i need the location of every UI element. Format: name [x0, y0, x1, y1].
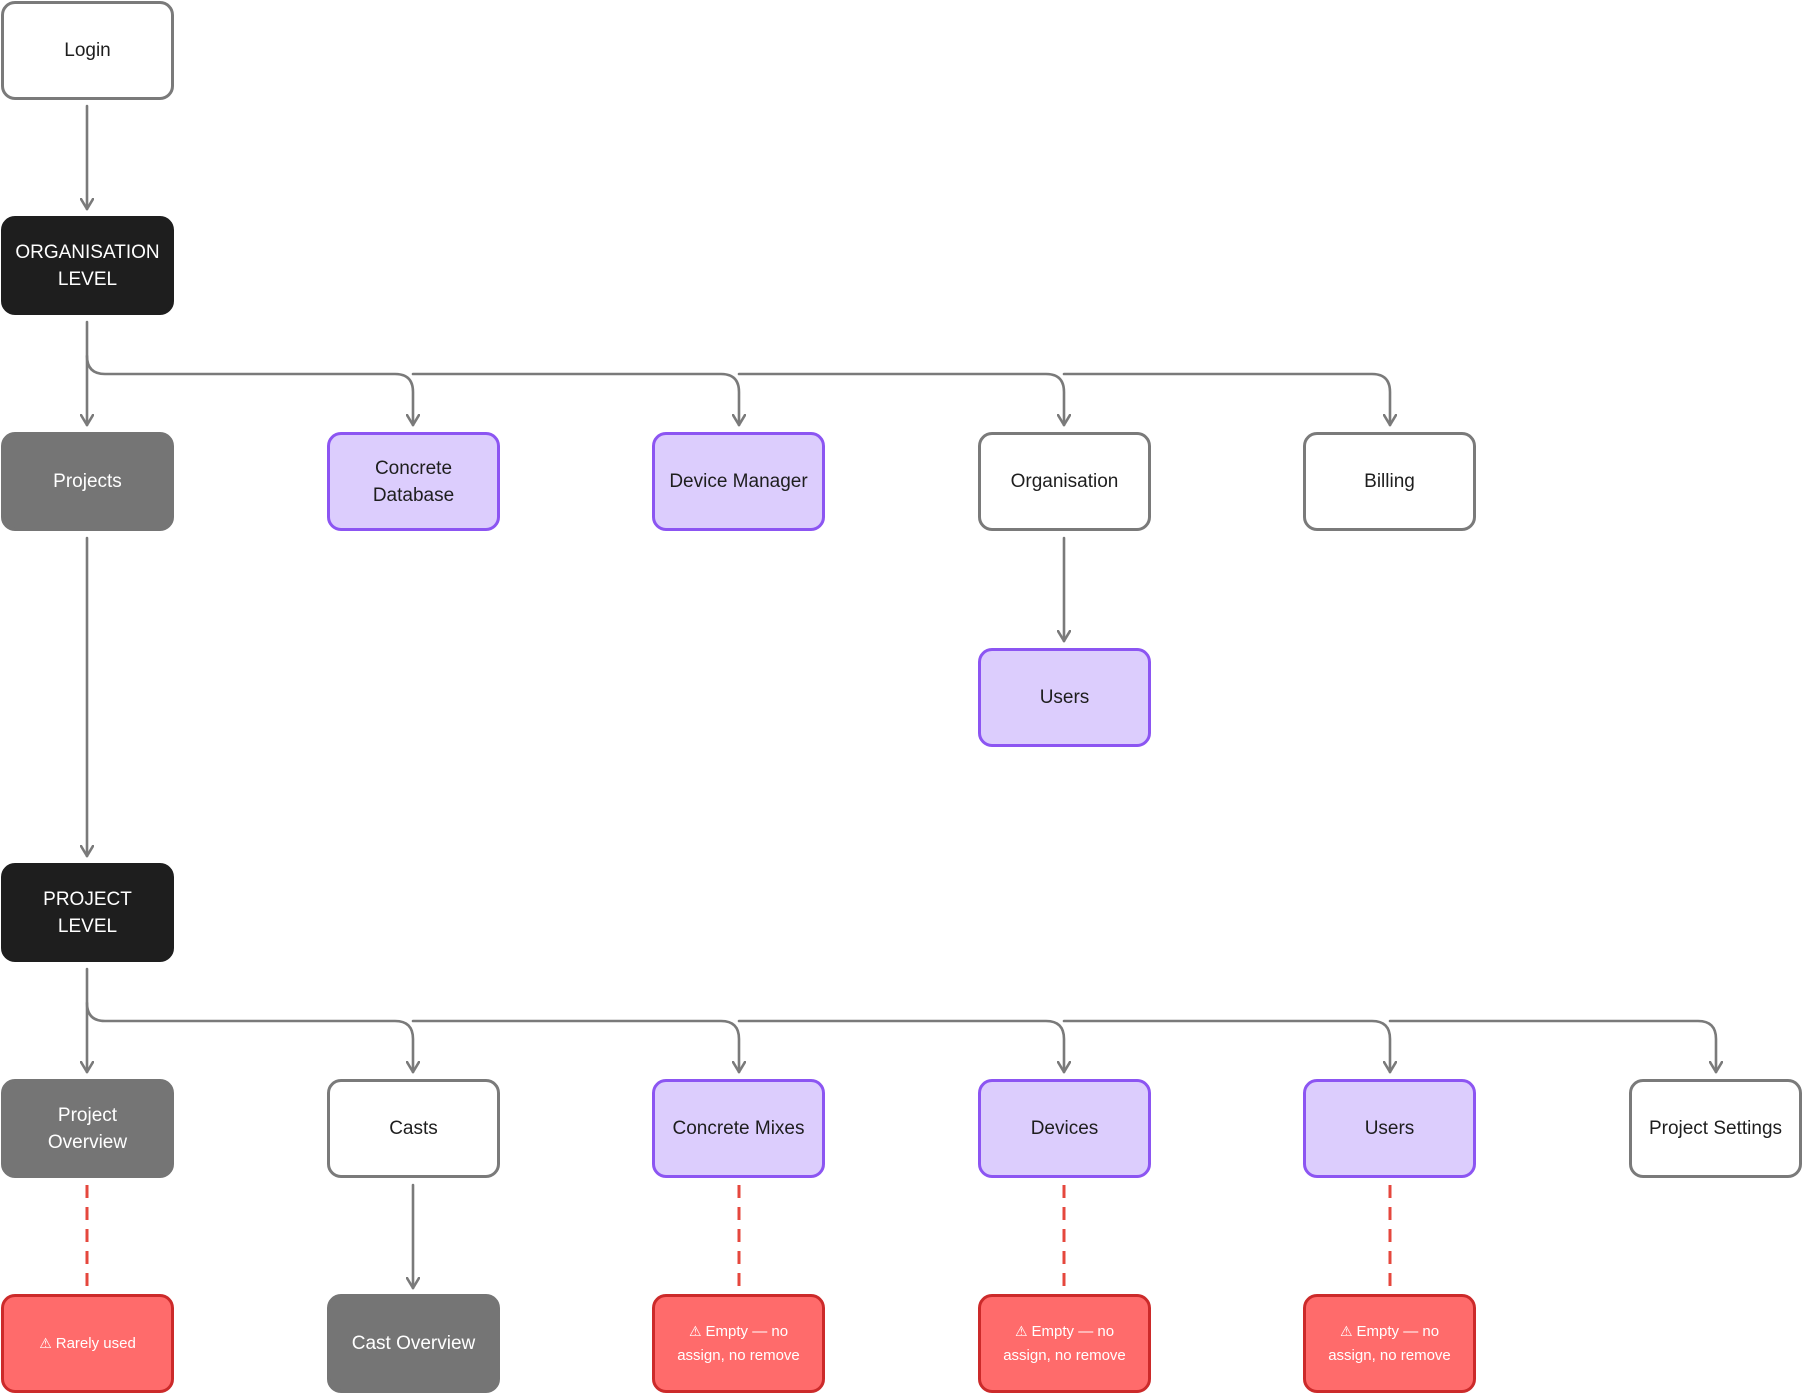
node-project-overview-label: Project Overview: [47, 1104, 128, 1153]
connector-project-level-to-users: [1062, 1019, 1390, 1074]
node-device-manager: Device Manager: [652, 432, 825, 531]
node-organisation-level: ORGANISATION LEVEL: [1, 216, 174, 315]
node-billing: Billing: [1303, 432, 1476, 531]
connector-project-level-to-devices: [737, 1019, 1064, 1074]
node-project-settings: Project Settings: [1629, 1079, 1802, 1178]
node-organisation-level-label: ORGANISATION LEVEL: [15, 241, 160, 290]
node-projects: Projects: [1, 432, 174, 531]
node-org-users-label: Users: [1039, 687, 1090, 708]
connector-project-level-to-concrete-mixes: [411, 1019, 739, 1074]
connector-org-level-to-organisation: [737, 372, 1064, 427]
warning-icon: ⚠: [688, 1324, 702, 1340]
connector-org-level-to-concrete-database: [85, 354, 413, 427]
node-devices: Devices: [978, 1079, 1151, 1178]
node-login-label: Login: [64, 40, 111, 61]
node-project-users-label: Users: [1364, 1118, 1415, 1139]
node-projects-label: Projects: [53, 471, 122, 492]
node-device-manager-label: Device Manager: [669, 471, 808, 492]
node-concrete-database: Concrete Database: [327, 432, 500, 531]
connector-org-level-to-device-manager: [411, 372, 739, 427]
node-billing-label: Billing: [1364, 471, 1415, 492]
node-organisation: Organisation: [978, 432, 1151, 531]
note-empty-devices-text: ⚠Empty — no assign, no remove: [999, 1320, 1130, 1367]
connector-project-level-to-casts: [85, 1001, 413, 1074]
node-project-level-label: PROJECT LEVEL: [43, 888, 132, 937]
note-empty-devices: ⚠Empty — no assign, no remove: [978, 1294, 1151, 1393]
note-rarely-used: ⚠Rarely used: [1, 1294, 174, 1393]
node-project-settings-label: Project Settings: [1648, 1118, 1783, 1139]
connector-org-level-to-billing: [1062, 372, 1390, 427]
note-empty-concrete-mixes-label: Empty — no assign, no remove: [677, 1323, 800, 1364]
node-concrete-mixes-label: Concrete Mixes: [672, 1118, 805, 1139]
note-rarely-used-text: ⚠Rarely used: [39, 1332, 136, 1356]
node-project-users: Users: [1303, 1079, 1476, 1178]
note-empty-users-label: Empty — no assign, no remove: [1328, 1323, 1451, 1364]
node-casts: Casts: [327, 1079, 500, 1178]
node-project-overview: Project Overview: [1, 1079, 174, 1178]
node-login: Login: [1, 1, 174, 100]
note-empty-concrete-mixes: ⚠Empty — no assign, no remove: [652, 1294, 825, 1393]
warning-icon: ⚠: [39, 1335, 52, 1352]
node-cast-overview: Cast Overview: [327, 1294, 500, 1393]
node-org-users: Users: [978, 648, 1151, 747]
node-casts-label: Casts: [389, 1118, 438, 1139]
node-project-level: PROJECT LEVEL: [1, 863, 174, 962]
node-concrete-database-label: Concrete Database: [372, 457, 455, 506]
note-empty-devices-label: Empty — no assign, no remove: [1003, 1323, 1126, 1364]
node-devices-label: Devices: [1030, 1118, 1099, 1139]
connector-project-level-to-project-settings: [1388, 1019, 1716, 1074]
node-organisation-label: Organisation: [1010, 471, 1119, 492]
note-empty-users: ⚠Empty — no assign, no remove: [1303, 1294, 1476, 1393]
warning-icon: ⚠: [1339, 1324, 1353, 1340]
warning-icon: ⚠: [1014, 1324, 1028, 1340]
note-rarely-used-label: Rarely used: [55, 1334, 136, 1352]
note-empty-users-text: ⚠Empty — no assign, no remove: [1324, 1320, 1455, 1367]
node-concrete-mixes: Concrete Mixes: [652, 1079, 825, 1178]
node-cast-overview-label: Cast Overview: [351, 1333, 476, 1354]
note-empty-concrete-mixes-text: ⚠Empty — no assign, no remove: [673, 1320, 804, 1367]
